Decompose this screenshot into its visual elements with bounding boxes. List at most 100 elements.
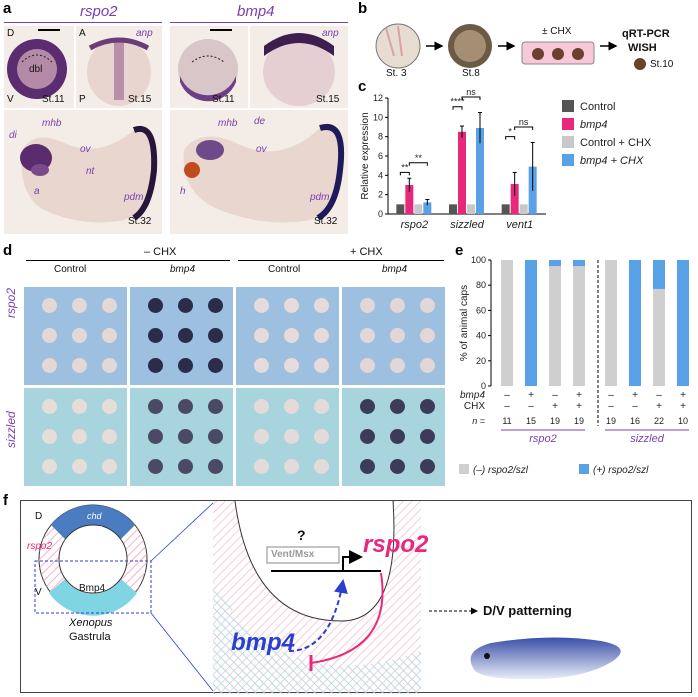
label-P: P xyxy=(79,94,86,105)
animal-cap xyxy=(208,399,223,414)
header-minus-chx: – CHX xyxy=(144,246,177,258)
wish-row-sizzled xyxy=(24,388,446,486)
significance-label: ** xyxy=(415,153,423,163)
chx-sign: + xyxy=(552,401,558,412)
label-species: Xenopus xyxy=(69,617,113,629)
panel-a-gene-rspo2: rspo2 xyxy=(80,3,118,20)
bmp4-sign: + xyxy=(576,390,582,401)
label-ov-left: ov xyxy=(80,144,91,155)
y-tick-label: 40 xyxy=(476,331,486,341)
label-di: di xyxy=(9,130,17,141)
label-dv-patterning: D/V patterning xyxy=(483,603,572,618)
animal-cap xyxy=(254,429,269,444)
panel-label-f: f xyxy=(3,492,8,509)
label-question: ? xyxy=(297,527,306,543)
bmp4-sign: – xyxy=(552,390,558,401)
bar-positive xyxy=(677,260,689,386)
animal-cap xyxy=(102,328,117,343)
bmp4-sign: + xyxy=(528,390,534,401)
label-dbl: dbl xyxy=(29,64,43,75)
header-minus-line xyxy=(26,260,230,261)
animal-cap xyxy=(102,399,117,414)
animal-cap xyxy=(42,429,57,444)
rspo2-st11-image: D V dbl St.11 xyxy=(4,26,74,108)
animal-cap xyxy=(284,328,299,343)
animal-cap xyxy=(314,429,329,444)
animal-cap xyxy=(42,298,57,313)
animal-cap xyxy=(284,399,299,414)
panel-a-gene-bmp4: bmp4 xyxy=(237,3,275,20)
animal-cap xyxy=(314,459,329,474)
label-st11-left: St.11 xyxy=(42,94,65,105)
animal-cap xyxy=(208,358,223,373)
row-label-sizzled: sizzled xyxy=(4,411,18,448)
animal-cap xyxy=(72,328,87,343)
label-stage8: St.8 xyxy=(462,68,480,79)
animal-cap xyxy=(390,459,405,474)
bar-negative xyxy=(549,266,561,386)
cell-sizzled-bmp4 xyxy=(130,388,233,486)
bar-rspo2-3 xyxy=(423,202,432,214)
chx-sign: – xyxy=(608,401,614,412)
animal-cap xyxy=(42,328,57,343)
animal-cap xyxy=(254,298,269,313)
panel-f-model: D V chd nog rspo2 Bmp4 Xenopus Gastrula … xyxy=(20,500,692,694)
n-value: 22 xyxy=(654,416,664,426)
significance-bracket xyxy=(452,106,463,110)
y-axis-label: % of animal caps xyxy=(459,285,470,361)
y-tick-label: 60 xyxy=(476,305,486,315)
col-bmp4-2: bmp4 xyxy=(382,264,408,275)
x-tick-label-rspo2: rspo2 xyxy=(401,219,429,231)
rspo2-st32-embryo xyxy=(20,125,158,223)
label-a: a xyxy=(34,186,40,197)
y-tick-label: 100 xyxy=(471,255,486,265)
legend-swatch xyxy=(562,154,574,166)
animal-cap xyxy=(314,358,329,373)
y-tick-label: 80 xyxy=(476,280,486,290)
bmp4-sign: – xyxy=(504,390,510,401)
bmp4-st11-image: St.11 xyxy=(170,26,248,108)
row-label-chx: CHX xyxy=(464,401,485,412)
animal-cap xyxy=(390,358,405,373)
label-chd: chd xyxy=(87,511,102,521)
animal-cap xyxy=(208,459,223,474)
col-control-2: Control xyxy=(268,264,301,275)
bar-rspo2-2 xyxy=(414,204,423,214)
label-anp-left: anp xyxy=(136,28,153,39)
label-stage: Gastrula xyxy=(69,631,111,643)
significance-label: ns xyxy=(519,117,529,127)
significance-label: **** xyxy=(450,97,465,107)
label-mhb-left: mhb xyxy=(42,118,62,129)
cell-rspo2-bmp4 xyxy=(130,287,233,385)
animal-cap xyxy=(360,459,375,474)
animal-cap xyxy=(360,358,375,373)
legend-swatch xyxy=(562,118,574,130)
animal-cap xyxy=(178,328,193,343)
chx-sign: – xyxy=(528,401,534,412)
animal-cap xyxy=(420,298,435,313)
animal-cap xyxy=(178,358,193,373)
bar-positive xyxy=(629,260,641,386)
label-ov-right: ov xyxy=(256,144,267,155)
rspo2-underline xyxy=(4,22,162,23)
animal-cap xyxy=(420,399,435,414)
animal-cap xyxy=(72,429,87,444)
animal-cap xyxy=(178,429,193,444)
panel-label-a: a xyxy=(3,0,12,17)
x-tick-label-vent1: vent1 xyxy=(506,219,533,231)
bar-sizzled-2 xyxy=(467,204,475,214)
animal-cap xyxy=(148,298,163,313)
animal-cap xyxy=(72,298,87,313)
label-treatment: ± CHX xyxy=(542,26,572,37)
animal-cap xyxy=(254,459,269,474)
bar-vent1-1 xyxy=(510,184,519,214)
legend-swatch xyxy=(562,100,574,112)
animal-cap xyxy=(390,429,405,444)
animal-cap xyxy=(254,358,269,373)
label-readout-1: qRT-PCR xyxy=(622,28,670,40)
chx-sign: + xyxy=(680,401,686,412)
legend-label: bmp4 + CHX xyxy=(580,155,644,167)
workflow-diagram xyxy=(375,23,646,70)
label-st11-right: St.11 xyxy=(212,94,235,105)
